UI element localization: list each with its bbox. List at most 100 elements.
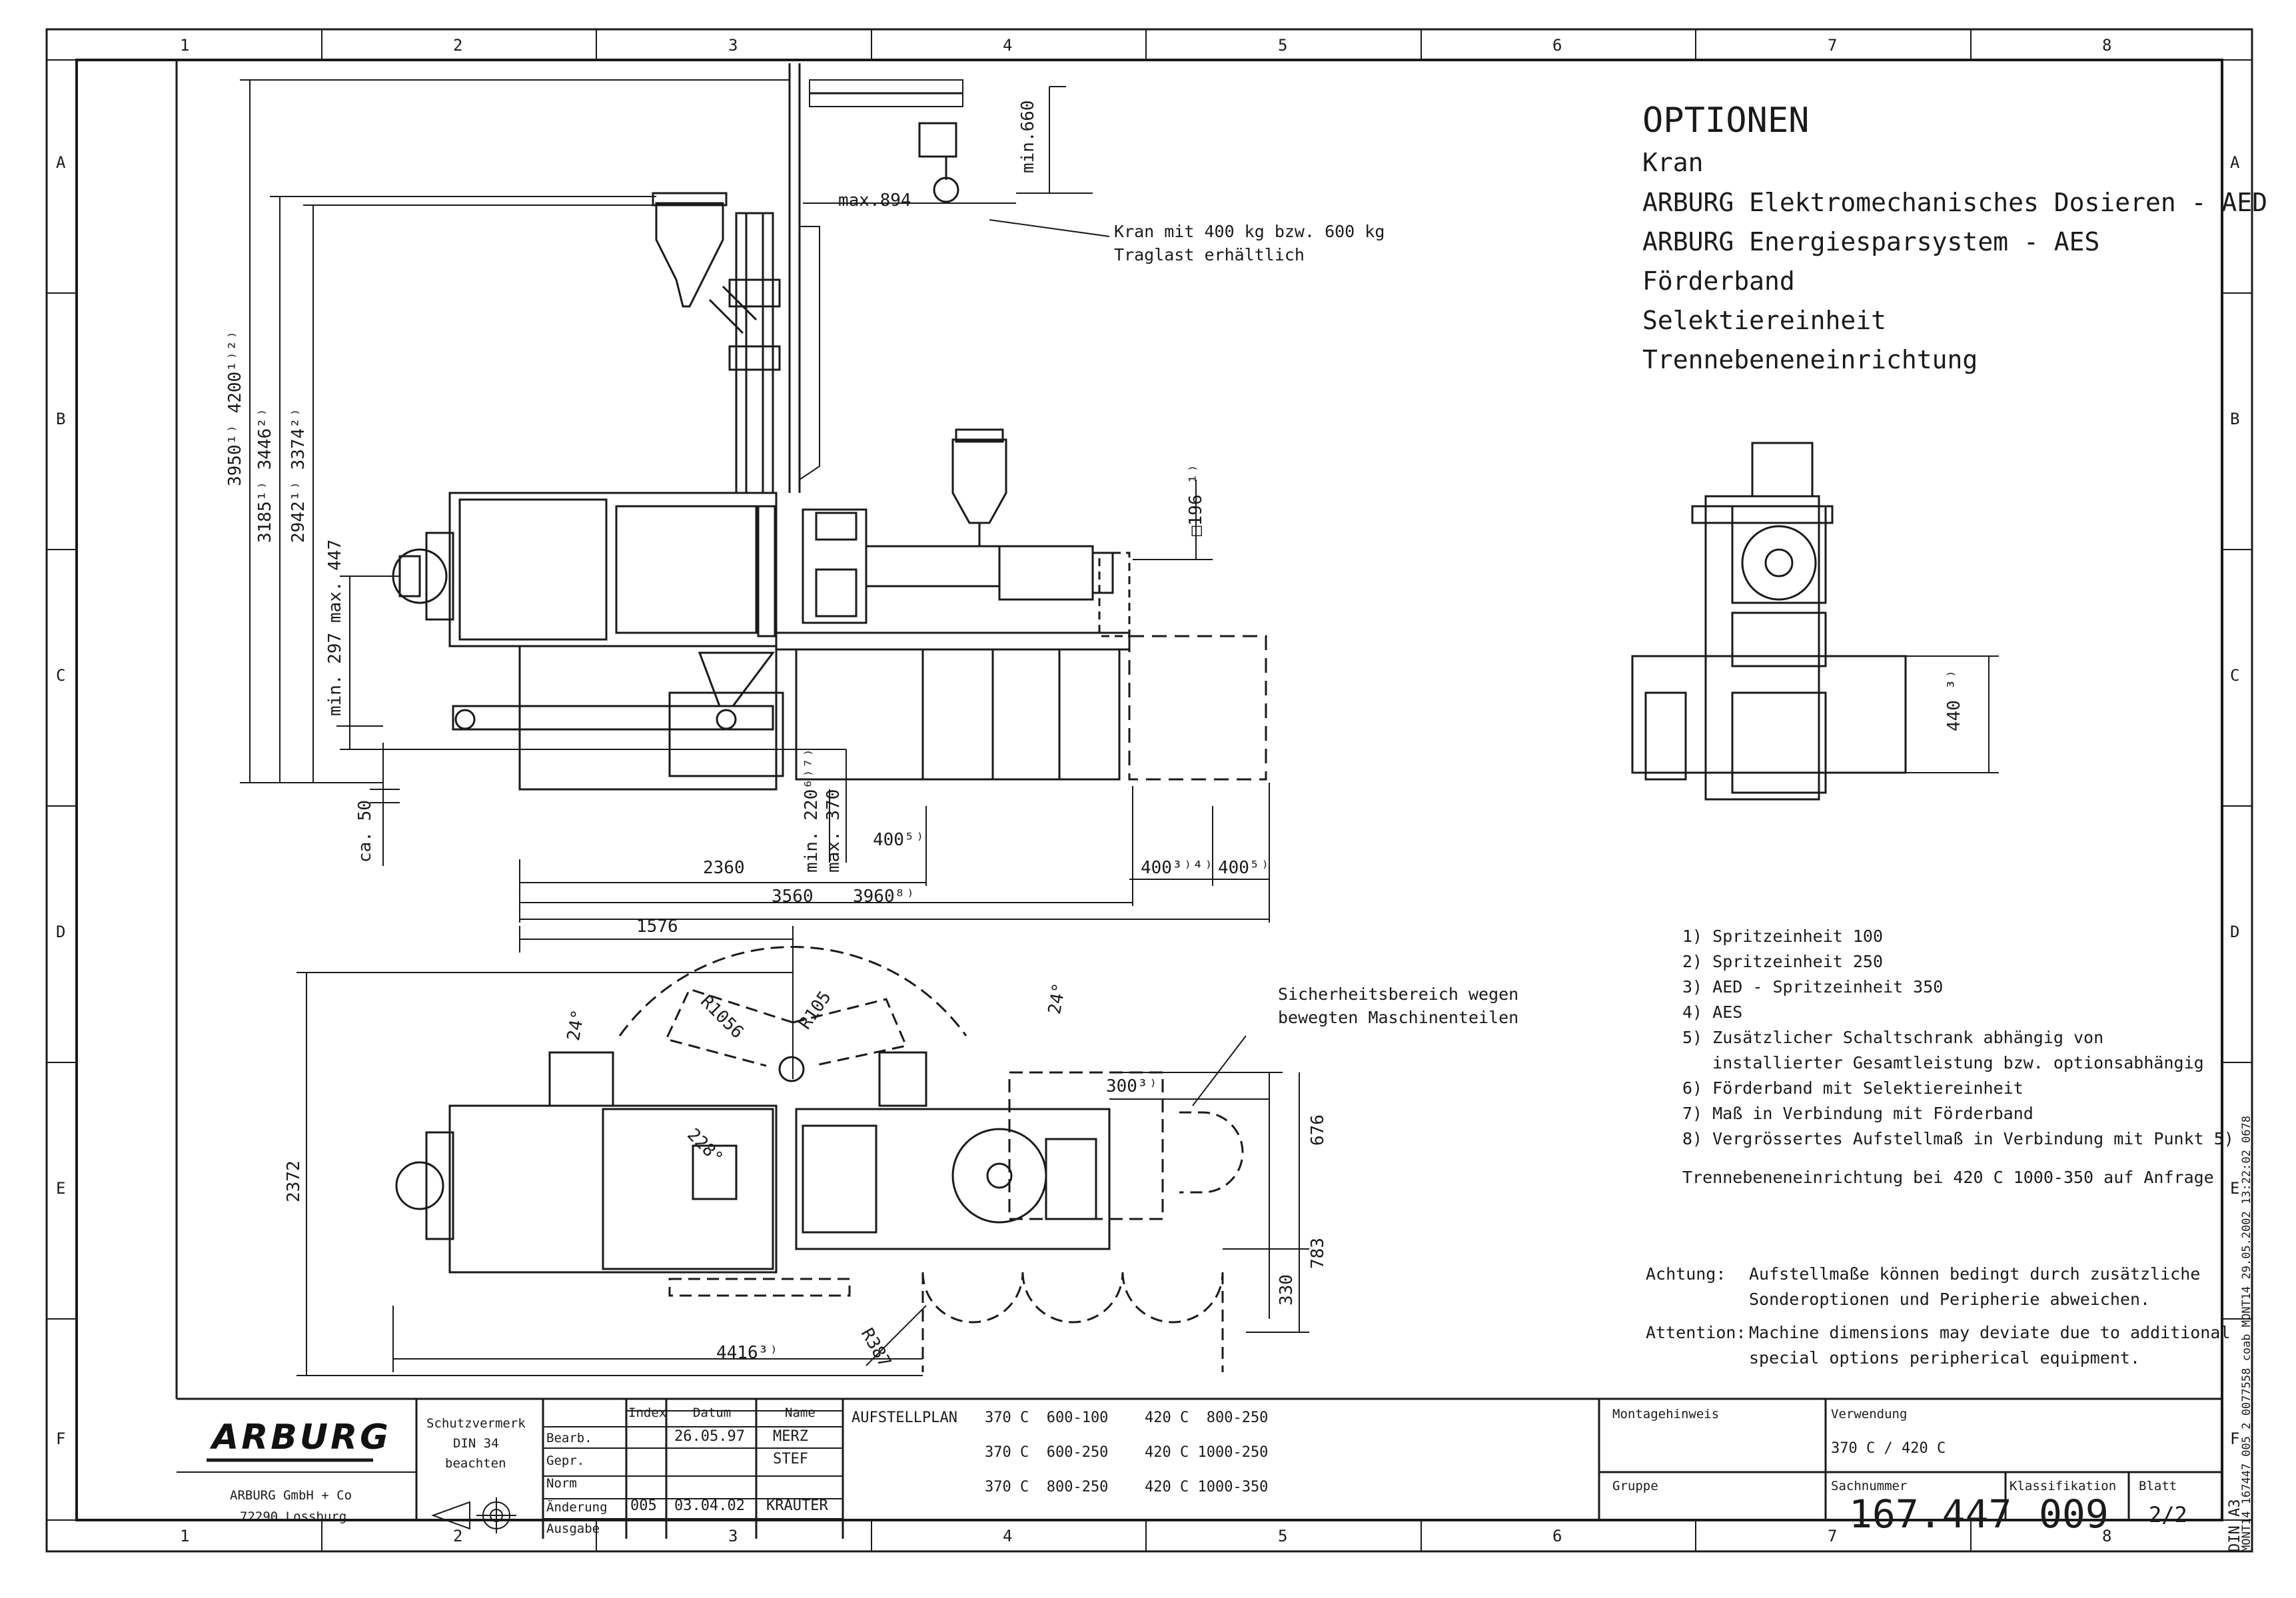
grid-col-3: 3 — [728, 36, 738, 55]
grid-col-1: 1 — [180, 36, 190, 55]
header-index: Index — [628, 1405, 667, 1420]
file-reference: MONT14_167447_005_2_0077558 coab MONT14 … — [2240, 1115, 2253, 1552]
schutzvermerk: Schutzvermerk — [426, 1416, 526, 1431]
attention-text: special options peripherical equipment. — [1749, 1348, 2140, 1368]
attention-label: Attention: — [1646, 1323, 1746, 1342]
dim-2372: 2372 — [284, 1160, 304, 1202]
trenn-note: Trennebeneneinrichtung bei 420 C 1000-35… — [1682, 1168, 2214, 1187]
dim-1576: 1576 — [636, 917, 678, 937]
gruppe-label: Gruppe — [1612, 1479, 1658, 1493]
dim-max370: max. 370 — [824, 789, 844, 873]
grid-row-a-right: A — [2230, 153, 2240, 172]
grid-col-2-bottom: 2 — [453, 1527, 463, 1545]
footnote: 3) AED - Spritzeinheit 350 — [1682, 977, 1944, 997]
title-block-lines — [177, 1398, 2222, 1539]
grid-col-7-bottom: 7 — [1828, 1527, 1838, 1545]
dim-330: 330 — [1277, 1274, 1297, 1306]
dim-196: □196 ¹⁾ — [1186, 463, 1206, 536]
footnote: installierter Gesamtleistung bzw. option… — [1682, 1053, 2204, 1072]
footnote: 6) Förderband mit Selektiereinheit — [1682, 1078, 2023, 1098]
grid-col-8-bottom: 8 — [2102, 1527, 2112, 1545]
dim-783: 783 — [1308, 1238, 1328, 1269]
options-title: OPTIONEN — [1642, 101, 1810, 141]
dim-24-left: 24° — [564, 1008, 589, 1042]
grid-col-6: 6 — [1552, 36, 1562, 55]
achtung-text: Aufstellmaße können bedingt durch zusätz… — [1749, 1264, 2201, 1284]
row-index: 005 — [630, 1497, 657, 1514]
dim-ca50: ca. 50 — [355, 800, 375, 863]
company-city: 72290 Lossburg — [240, 1509, 347, 1524]
grid-row-f-right: F — [2230, 1429, 2240, 1448]
grid-row-e-right: E — [2230, 1179, 2240, 1198]
dim-min660: min.660 — [1018, 100, 1038, 173]
dim-440: 440 ³⁾ — [1944, 669, 1964, 731]
dim-min220: min. 220⁶⁾⁷⁾ — [802, 747, 822, 873]
dim-max447: max. 447 — [325, 539, 345, 623]
grid-col-8: 8 — [2102, 36, 2112, 55]
grid-row-e: E — [56, 1179, 66, 1198]
dim-400a: 400⁵⁾ — [873, 830, 925, 850]
grid-col-6-bottom: 6 — [1552, 1527, 1562, 1545]
dim-676: 676 — [1308, 1114, 1328, 1146]
end-view-dimensions — [1906, 655, 1999, 773]
safety-callout: Sicherheitsbereich wegen — [1278, 985, 1519, 1004]
arburg-logo: ARBURG — [212, 1417, 391, 1457]
sachnummer-label: Sachnummer — [1831, 1479, 1908, 1493]
footnote: 2) Spritzeinheit 250 — [1682, 952, 1884, 971]
dim-max894: max.894 — [838, 191, 911, 210]
dim-400c: 400⁵⁾ — [1218, 858, 1271, 878]
grid-row-a: A — [56, 153, 66, 172]
row-label: Änderung — [546, 1500, 608, 1515]
grid-row-f: F — [56, 1429, 66, 1448]
company-name: ARBURG GmbH + Co — [230, 1488, 352, 1503]
crane-callout: Traglast erhältlich — [1114, 245, 1305, 264]
footnote: 1) Spritzeinheit 100 — [1682, 927, 1884, 946]
safety-callout: bewegten Maschinenteilen — [1278, 1008, 1519, 1027]
footnote: 4) AES — [1682, 1002, 1743, 1022]
verwendung-value: 370 C / 420 C — [1831, 1440, 1946, 1457]
achtung-label: Achtung: — [1646, 1264, 1726, 1284]
row-label: Gepr. — [546, 1453, 585, 1468]
plan-line: 420 C 800-250 — [1145, 1409, 1269, 1426]
plan-title: AUFSTELLPLAN — [852, 1409, 957, 1426]
side-view-machine — [392, 63, 1267, 791]
top-view-dimensions — [296, 926, 1309, 1376]
option-item: Selektiereinheit — [1642, 306, 1887, 335]
plan-line: 370 C 600-250 — [985, 1444, 1109, 1461]
blatt-value: 2/2 — [2149, 1502, 2187, 1527]
klassifikation-label: Klassifikation — [2009, 1479, 2117, 1493]
option-item: ARBURG Elektromechanisches Dosieren - AE… — [1642, 188, 2267, 217]
klassifikation-value: 009 — [2039, 1491, 2109, 1537]
column-ticks — [321, 29, 1972, 1551]
end-view-machine — [1631, 442, 1907, 801]
row-label: Ausgabe — [546, 1521, 600, 1536]
row-name: KRAUTER — [766, 1497, 828, 1514]
grid-col-4: 4 — [1003, 36, 1013, 55]
grid-col-4-bottom: 4 — [1003, 1527, 1013, 1545]
grid-row-b: B — [56, 410, 66, 428]
verwendung-label: Verwendung — [1831, 1407, 1908, 1421]
footnote: 5) Zusätzlicher Schaltschrank abhängig v… — [1682, 1028, 2104, 1047]
grid-row-d: D — [56, 923, 66, 941]
schutzvermerk: beachten — [445, 1456, 506, 1471]
dim-2942: 2942¹⁾ 3374²⁾ — [288, 407, 308, 544]
row-ticks — [47, 292, 2252, 1320]
plan-line: 420 C 1000-350 — [1145, 1479, 1269, 1495]
grid-row-d-right: D — [2230, 923, 2240, 941]
plan-line: 370 C 600-100 — [985, 1409, 1109, 1426]
option-item: Förderband — [1642, 266, 1795, 296]
outer-frame — [45, 28, 2253, 1553]
montage-label: Montagehinweis — [1612, 1407, 1720, 1421]
sachnummer-value: 167.447 — [1849, 1491, 2012, 1537]
grid-row-c: C — [56, 666, 66, 685]
dim-400b: 400³⁾⁴⁾ — [1141, 858, 1214, 878]
option-item: Kran — [1642, 148, 1704, 177]
dim-3960: 3960⁸⁾ — [853, 887, 915, 907]
row-label: Bearb. — [546, 1431, 592, 1445]
option-item: Trennebeneneinrichtung — [1642, 345, 1978, 374]
dim-3950: 3950¹⁾ 4200¹⁾²⁾ — [225, 330, 245, 486]
dim-24-right: 24° — [1045, 981, 1070, 1016]
schutzvermerk: DIN 34 — [453, 1436, 499, 1451]
option-item: ARBURG Energiesparsystem - AES — [1642, 227, 2100, 256]
